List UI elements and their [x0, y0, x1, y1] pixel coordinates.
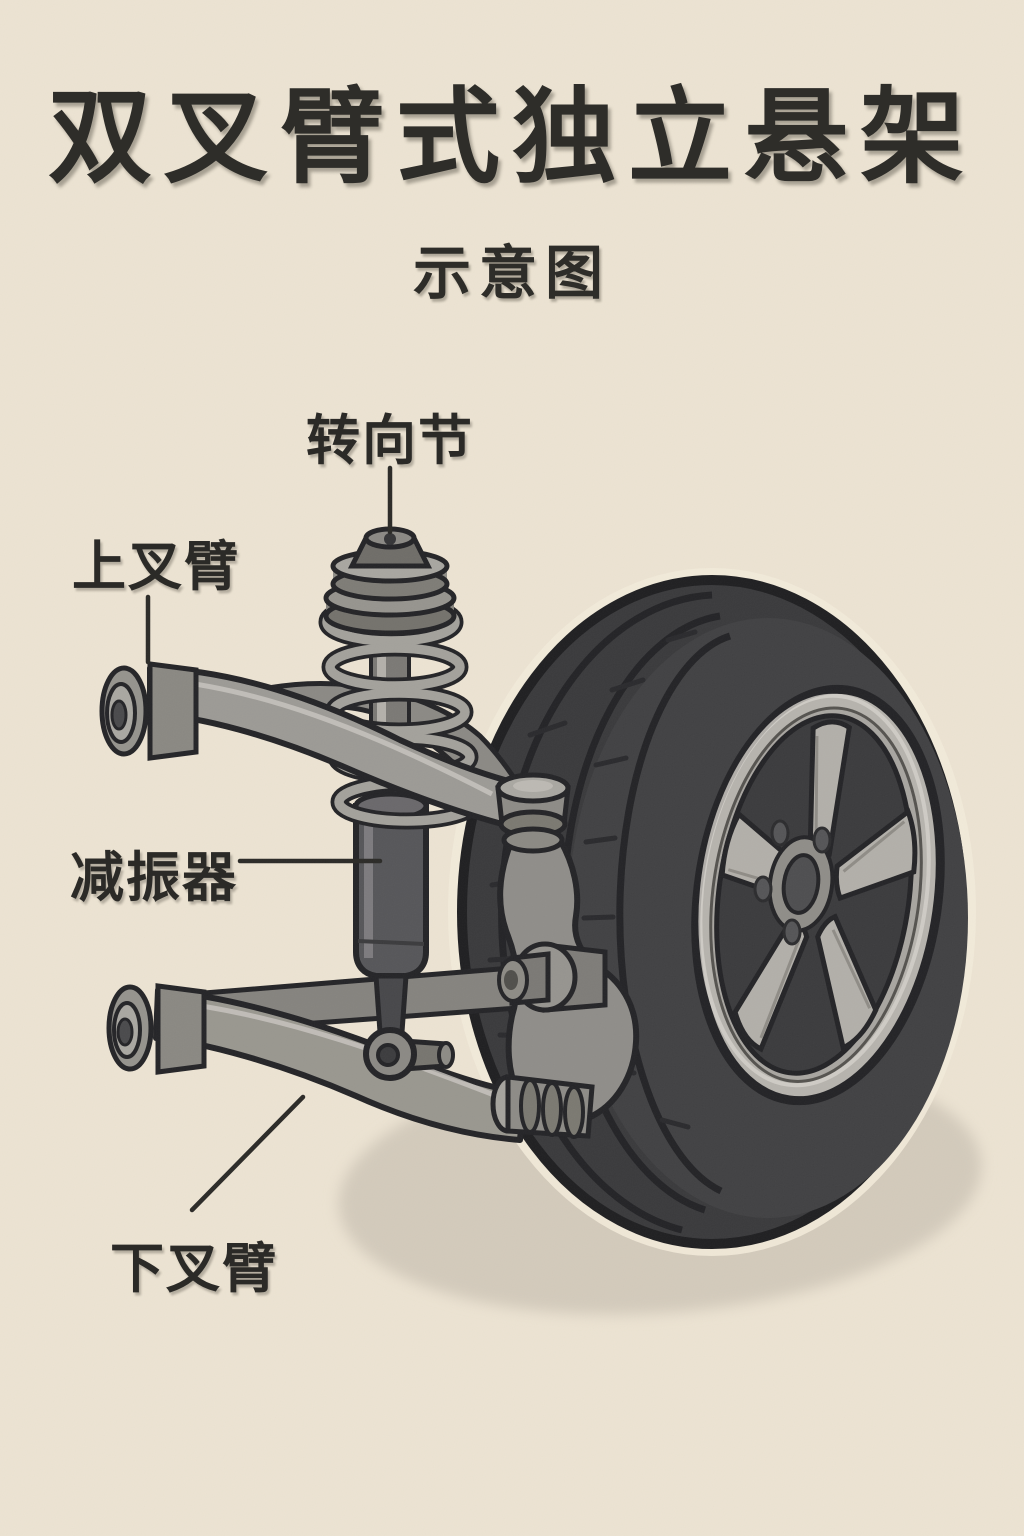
- label-lower-arm: 下叉臂: [110, 1239, 278, 1299]
- page-title: 双叉臂式独立悬架: [47, 80, 976, 196]
- label-steering-knuckle: 转向节: [306, 411, 474, 471]
- label-shock-absorber: 减振器: [70, 848, 238, 908]
- label-upper-arm: 上叉臂: [72, 537, 240, 597]
- page-subtitle: 示意图: [412, 241, 611, 306]
